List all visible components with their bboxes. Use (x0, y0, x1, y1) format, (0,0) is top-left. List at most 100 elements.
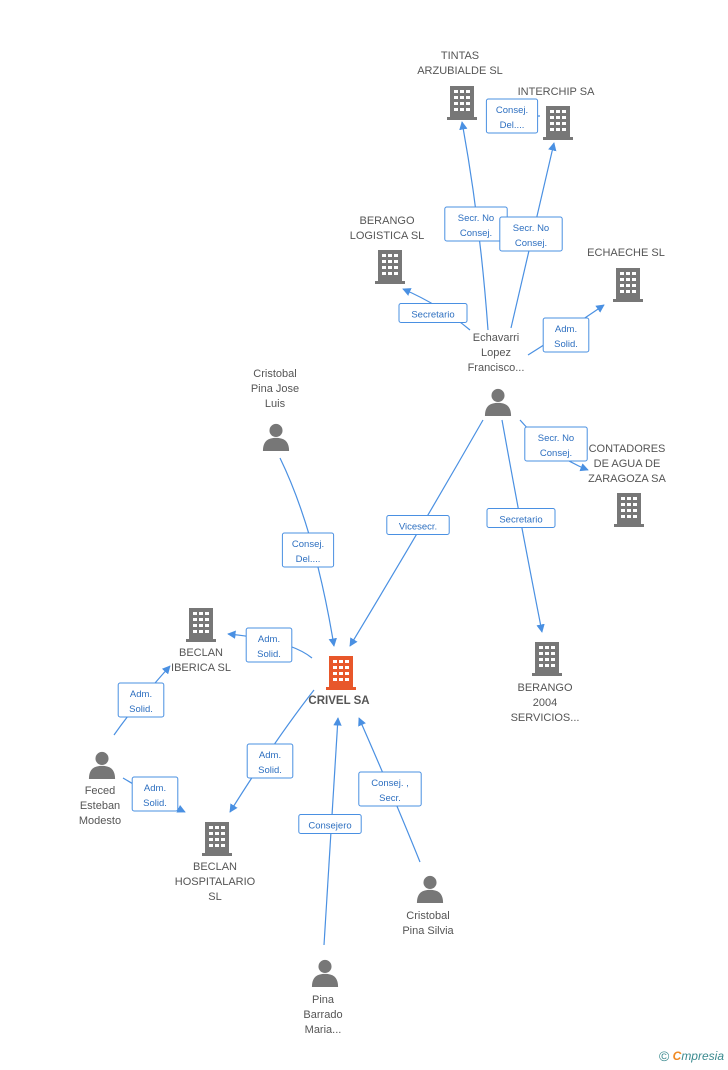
edge-label-text: Consejero (308, 821, 351, 832)
node-label: SERVICIOS... (511, 712, 580, 724)
edge-label-e6[interactable]: Secr. No Consej. (524, 426, 588, 462)
node-label: Pina (312, 994, 335, 1006)
node-interchip[interactable]: INTERCHIP SA (518, 86, 595, 140)
edge-label-e1[interactable]: Secr. No Consej. (444, 206, 508, 242)
node-label: Pina Jose (251, 383, 299, 395)
building-icon (375, 250, 405, 284)
building-icon (613, 268, 643, 302)
node-label: Lopez (481, 347, 511, 359)
building-icon (186, 608, 216, 642)
edge-label-box (499, 216, 563, 252)
node-label: BECLAN (193, 861, 237, 873)
brand-initial: C (672, 1049, 682, 1063)
edge-label-box (398, 303, 468, 323)
edge-label-text: Solid. (554, 339, 578, 350)
edge-label-text: Consej. (460, 228, 492, 239)
person-icon (311, 959, 339, 987)
node-label: ARZUBIALDE SL (417, 65, 503, 77)
node-label: DE AGUA DE (594, 458, 661, 470)
edge-label-e10[interactable]: Adm. Solid. (245, 627, 293, 663)
node-label: Luis (265, 398, 286, 410)
edge-label-e5[interactable]: Adm. Solid. (542, 317, 590, 353)
edge-label-e3[interactable]: Consej. Del.... (485, 98, 539, 134)
edge-label-box (542, 317, 590, 353)
node-label: BERANGO (359, 215, 414, 227)
edge-label-text: Secretario (499, 515, 542, 526)
node-label: Barrado (303, 1009, 342, 1021)
building-icon (543, 106, 573, 140)
edge-label-e4[interactable]: Secretario (398, 303, 468, 323)
edge-label-e8[interactable]: Vicesecr. (386, 515, 450, 535)
node-label: Maria... (305, 1024, 342, 1036)
node-label: HOSPITALARIO (175, 876, 256, 888)
node-echavarri[interactable]: EchavarriLopezFrancisco... (468, 332, 525, 416)
edge-label-box (485, 98, 539, 134)
edge-label-text: Adm. (258, 634, 280, 645)
node-contadores[interactable]: CONTADORES DE AGUA DE ZARAGOZA SA (588, 443, 666, 527)
building-icon (326, 656, 356, 690)
edge-label-text: Secr. (379, 793, 401, 804)
edge-label-box (486, 508, 556, 528)
edge-label-text: Solid. (129, 704, 153, 715)
person-icon (484, 388, 512, 416)
edge-label-text: Solid. (143, 798, 167, 809)
edge-label-text: Consej. (496, 105, 528, 116)
node-pina_barrado[interactable]: PinaBarradoMaria... (303, 959, 343, 1036)
edge-label-e15[interactable]: Consej. ,Secr. (358, 771, 422, 807)
edge-label-box (245, 627, 293, 663)
edge-label-text: Consej. (540, 448, 572, 459)
edge-label-text: Vicesecr. (399, 522, 437, 533)
edge-label-e9[interactable]: Consej.Del.... (281, 532, 335, 568)
node-berango2004[interactable]: BERANGO2004SERVICIOS... (511, 642, 580, 724)
edge-label-box (281, 532, 335, 568)
node-label: INTERCHIP SA (518, 86, 595, 98)
node-label: TINTAS (441, 50, 479, 62)
node-crivel[interactable]: CRIVEL SA (308, 656, 370, 707)
node-berango_log[interactable]: BERANGO LOGISTICA SL (350, 215, 425, 284)
building-icon (614, 493, 644, 527)
building-icon (447, 86, 477, 120)
edge-label-text: Adm. (555, 324, 577, 335)
edge-label-text: Secr. No (538, 433, 574, 444)
edge-label-e14[interactable]: Consejero (298, 814, 362, 834)
edge-label-box (298, 814, 362, 834)
copyright-icon: © (658, 1048, 670, 1064)
edge-label-box (358, 771, 422, 807)
node-label: Modesto (79, 815, 121, 827)
brand-name: mpresia (681, 1049, 724, 1063)
edge-label-text: Solid. (257, 649, 281, 660)
person-icon (88, 751, 116, 779)
edge-label-text: Consej. (515, 238, 547, 249)
edge-pina_barrado-to-crivel (323, 717, 342, 946)
edge-label-box (246, 743, 294, 779)
node-label: LOGISTICA SL (350, 230, 425, 242)
edge-label-e7[interactable]: Secretario (486, 508, 556, 528)
edge-label-box (131, 776, 179, 812)
node-label: SL (208, 891, 221, 903)
node-label: ZARAGOZA SA (588, 473, 666, 485)
edge-label-text: Del.... (500, 120, 525, 131)
edge-label-e11[interactable]: Adm. Solid. (117, 682, 165, 718)
node-tintas[interactable]: TINTAS ARZUBIALDE SL (417, 50, 503, 120)
node-label: CONTADORES (589, 443, 666, 455)
node-beclan_hosp[interactable]: BECLAN HOSPITALARIO SL (175, 822, 256, 903)
node-label: CRIVEL SA (308, 695, 369, 707)
person-icon (416, 875, 444, 903)
node-label: Cristobal (253, 368, 296, 380)
edge-label-e13[interactable]: Adm.Solid. (246, 743, 294, 779)
node-label: Feced (85, 785, 116, 797)
edge-label-text: Solid. (258, 765, 282, 776)
node-label: BECLAN (179, 647, 223, 659)
edge-label-e12[interactable]: Adm.Solid. (131, 776, 179, 812)
edge-label-text: Consej. (292, 539, 324, 550)
edge-label-text: Secretario (411, 310, 454, 321)
building-icon (532, 642, 562, 676)
edge-label-text: Adm. (130, 689, 152, 700)
edge-label-text: Secr. No (458, 213, 494, 224)
node-echaeche[interactable]: ECHAECHE SL (587, 247, 665, 302)
